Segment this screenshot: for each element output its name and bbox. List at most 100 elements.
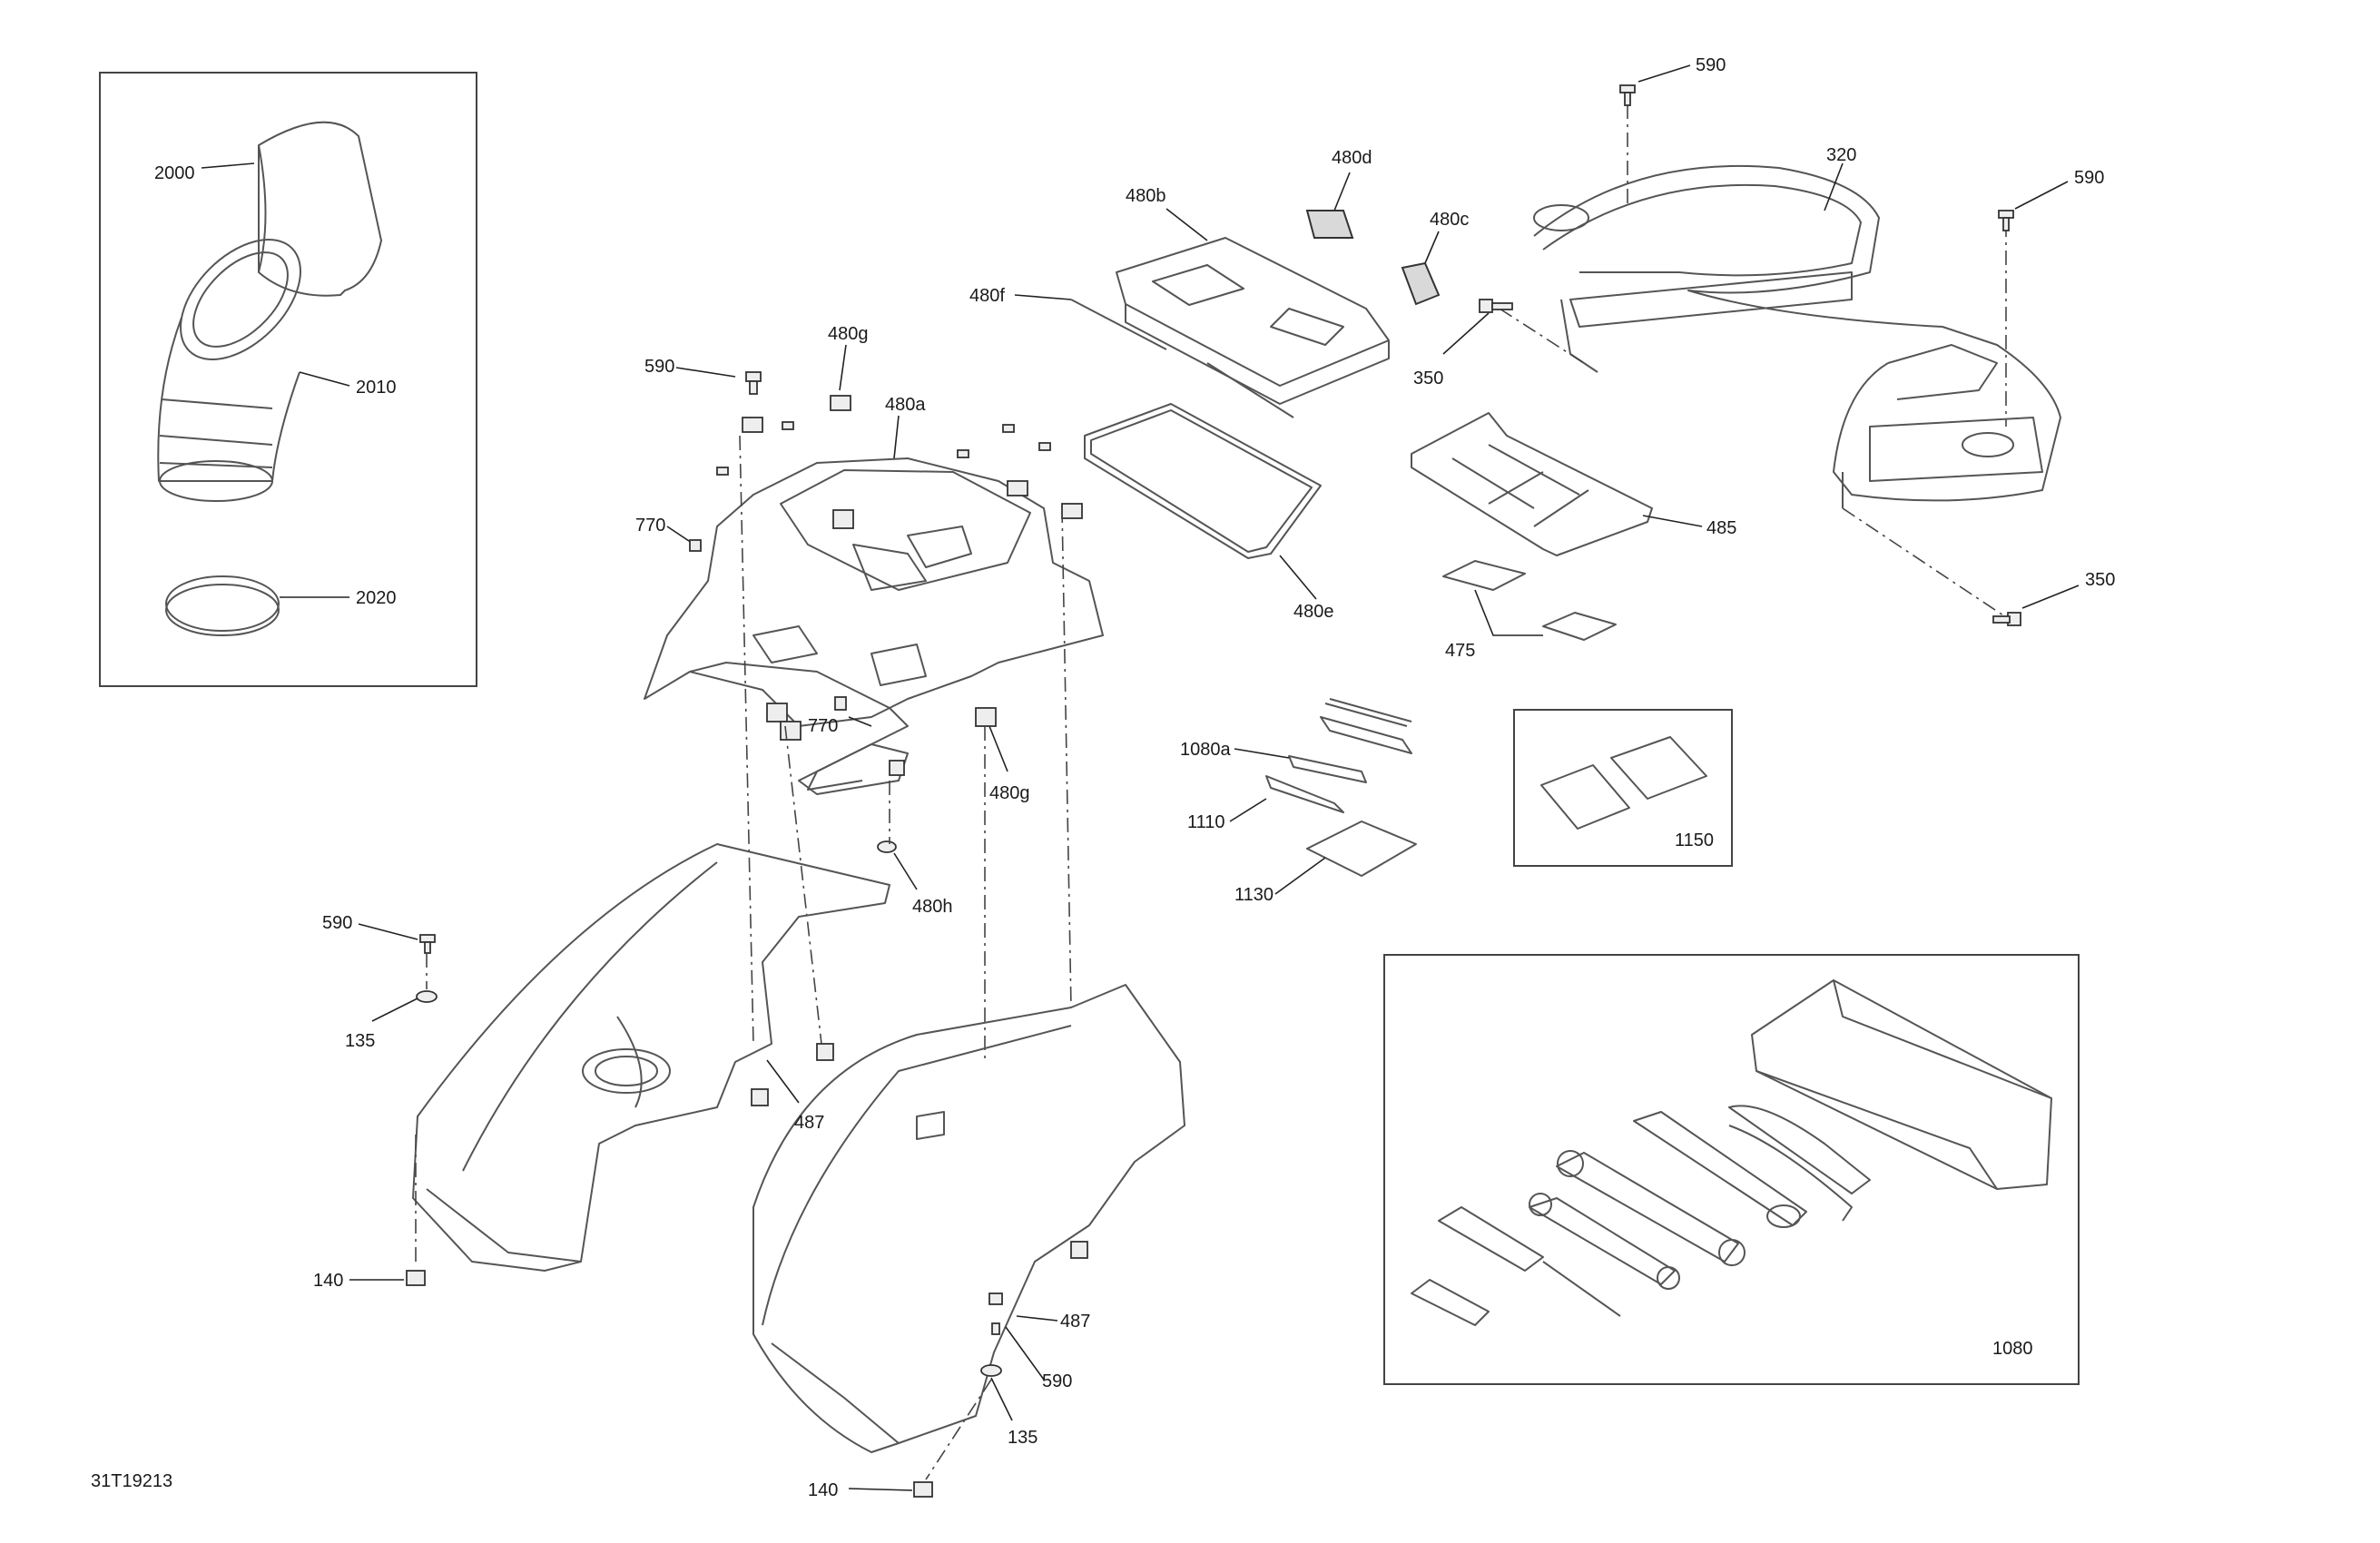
- leader-140-bottom: [848, 1488, 913, 1491]
- label-770-mid: 770: [808, 716, 838, 736]
- leader-485: [1642, 515, 1703, 527]
- leader-590-top: [1637, 64, 1691, 83]
- bolt-350-top[interactable]: [1479, 299, 1513, 313]
- label-480b: 480b: [1126, 186, 1166, 206]
- label-485: 485: [1706, 518, 1736, 538]
- screw-590-top[interactable]: [1619, 84, 1636, 106]
- screwdriver-handle[interactable]: [1411, 1279, 1490, 1326]
- fender-right[interactable]: [752, 984, 1185, 1453]
- leader-590-mid: [358, 923, 418, 940]
- label-480h: 480h: [912, 897, 953, 917]
- leader-480d: [1333, 172, 1351, 211]
- leader-2010: [299, 371, 350, 387]
- inset-box-intake: [99, 72, 477, 687]
- wrench-small[interactable]: [1529, 1193, 1680, 1290]
- leader-480c: [1424, 231, 1440, 264]
- label-480d: 480d: [1332, 148, 1372, 168]
- pliers[interactable]: [1728, 1105, 1871, 1222]
- spark-plug-wrench[interactable]: [1633, 1111, 1807, 1228]
- manual-1150-a[interactable]: [1540, 764, 1630, 830]
- latch-480c[interactable]: [1401, 261, 1441, 306]
- hardware-group-fender: [406, 934, 1088, 1498]
- label-480g-top: 480g: [828, 324, 869, 344]
- dash-body-to-fender-far: [1061, 507, 1072, 1008]
- label-140-left: 140: [313, 1271, 343, 1291]
- label-1080: 1080: [1992, 1339, 2033, 1359]
- bolt-350-right[interactable]: [1992, 612, 2021, 626]
- label-2000: 2000: [154, 163, 195, 183]
- seat-cover-2000[interactable]: [258, 121, 382, 297]
- inset-box-toolkit: [1383, 954, 2080, 1385]
- label-135-bottom: 135: [1008, 1428, 1038, 1448]
- leader-320: [1824, 162, 1844, 211]
- label-2010: 2010: [356, 378, 397, 398]
- label-1130: 1130: [1234, 885, 1274, 905]
- manual-1130[interactable]: [1306, 821, 1417, 877]
- dash-body-to-fender-mid: [784, 725, 822, 1045]
- strip-480f[interactable]: [1070, 299, 1294, 418]
- label-475: 475: [1445, 641, 1475, 661]
- label-590-mid: 590: [322, 913, 352, 933]
- screw-590-right[interactable]: [1998, 210, 2014, 231]
- leader-1130: [1274, 857, 1326, 895]
- dash-fender-right-bottom: [925, 1379, 992, 1480]
- wrench-1110[interactable]: [1265, 775, 1344, 813]
- label-770-left: 770: [635, 516, 665, 536]
- label-590-top: 590: [1696, 55, 1726, 75]
- leader-590-left: [675, 367, 736, 378]
- label-1080a: 1080a: [1180, 740, 1231, 760]
- leader-480b: [1165, 208, 1208, 241]
- storage-body-480a[interactable]: [644, 457, 1104, 791]
- label-135-left: 135: [345, 1031, 375, 1051]
- intake-boot-2010[interactable]: [157, 217, 322, 502]
- label-350-top: 350: [1413, 369, 1443, 388]
- latch-480d[interactable]: [1305, 210, 1354, 239]
- leader-487-left: [766, 1059, 800, 1104]
- leader-1110: [1229, 798, 1267, 822]
- label-480a: 480a: [885, 395, 926, 415]
- label-590-right: 590: [2074, 168, 2104, 188]
- leader-2000: [201, 162, 255, 169]
- label-350-right: 350: [2085, 570, 2115, 590]
- dash-350-right: [1842, 507, 2007, 618]
- tool-bag[interactable]: [1751, 979, 2052, 1190]
- clamp-2020[interactable]: [165, 575, 280, 636]
- leader-350-top: [1442, 312, 1490, 355]
- hardware-group-body: [689, 371, 1083, 853]
- label-480f: 480f: [969, 286, 1005, 306]
- leader-135-left: [371, 998, 418, 1022]
- leader-590-right: [2014, 181, 2069, 210]
- dash-body-to-fender-left: [739, 435, 754, 1045]
- label-480e: 480e: [1293, 602, 1334, 622]
- leader-135-bottom: [990, 1377, 1013, 1421]
- manual-1150-b[interactable]: [1610, 736, 1707, 800]
- dash-350-top: [1499, 308, 1585, 364]
- pad-475-a[interactable]: [1442, 560, 1526, 591]
- fender-left[interactable]: [412, 843, 890, 1272]
- label-480g-mid: 480g: [989, 783, 1030, 803]
- label-1110: 1110: [1187, 812, 1225, 832]
- wrench-large[interactable]: [1556, 1150, 1746, 1266]
- storage-lid-480b[interactable]: [1116, 237, 1390, 405]
- rear-rack-320[interactable]: [1533, 164, 2061, 508]
- label-487-right: 487: [1060, 1312, 1090, 1332]
- leader-590-bottom: [1005, 1326, 1045, 1381]
- tray-485[interactable]: [1411, 412, 1653, 556]
- diagram-id: 31T19213: [91, 1471, 172, 1491]
- leader-480g-mid: [988, 725, 1008, 772]
- leader-475: [1474, 589, 1543, 636]
- label-1150: 1150: [1675, 830, 1714, 850]
- label-480c: 480c: [1430, 210, 1469, 230]
- leader-480h: [893, 852, 918, 890]
- screwdriver[interactable]: [1438, 1206, 1621, 1317]
- leader-770-mid: [848, 716, 872, 727]
- leader-480g-top: [839, 344, 847, 391]
- label-320: 320: [1826, 145, 1856, 165]
- leader-480f: [1014, 294, 1072, 300]
- label-590-left: 590: [644, 357, 674, 377]
- pad-475-b[interactable]: [1542, 612, 1617, 641]
- wrench-set-1080a[interactable]: [1288, 698, 1412, 783]
- label-590-bottom: 590: [1042, 1371, 1072, 1391]
- seal-480e[interactable]: [1084, 403, 1322, 559]
